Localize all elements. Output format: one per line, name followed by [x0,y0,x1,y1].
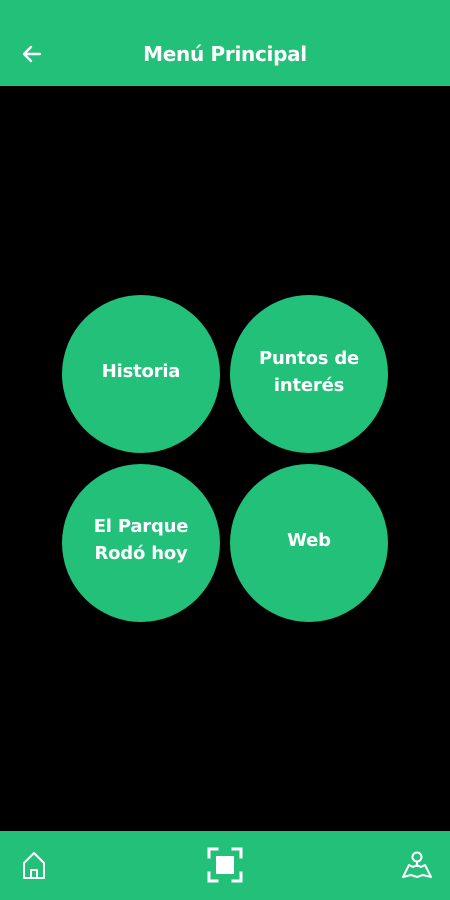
bottom-navigation-bar [0,831,450,900]
nav-map-button[interactable] [397,845,437,885]
page-title: Menú Principal [143,42,307,66]
arrow-left-icon [22,45,42,63]
nav-scan-button[interactable] [205,845,245,885]
menu-item-label: Puntos de interés [258,348,360,396]
menu-item-label: El Parque Rodó hoy [93,516,189,564]
menu-item-label: Web [287,529,331,551]
menu-item-el-parque-rodo-hoy[interactable]: El Parque Rodó hoy [62,464,220,622]
menu-item-web[interactable]: Web [230,464,388,622]
map-pin-icon [402,851,432,878]
scan-icon [207,847,243,883]
menu-item-label: Historia [101,360,181,382]
menu-item-historia[interactable]: Historia [62,295,220,453]
nav-home-button[interactable] [14,845,54,885]
home-icon [23,852,45,879]
menu-item-puntos-de-interes[interactable]: Puntos de interés [230,295,388,453]
back-button[interactable] [14,36,50,72]
top-app-bar: Menú Principal [0,0,450,86]
